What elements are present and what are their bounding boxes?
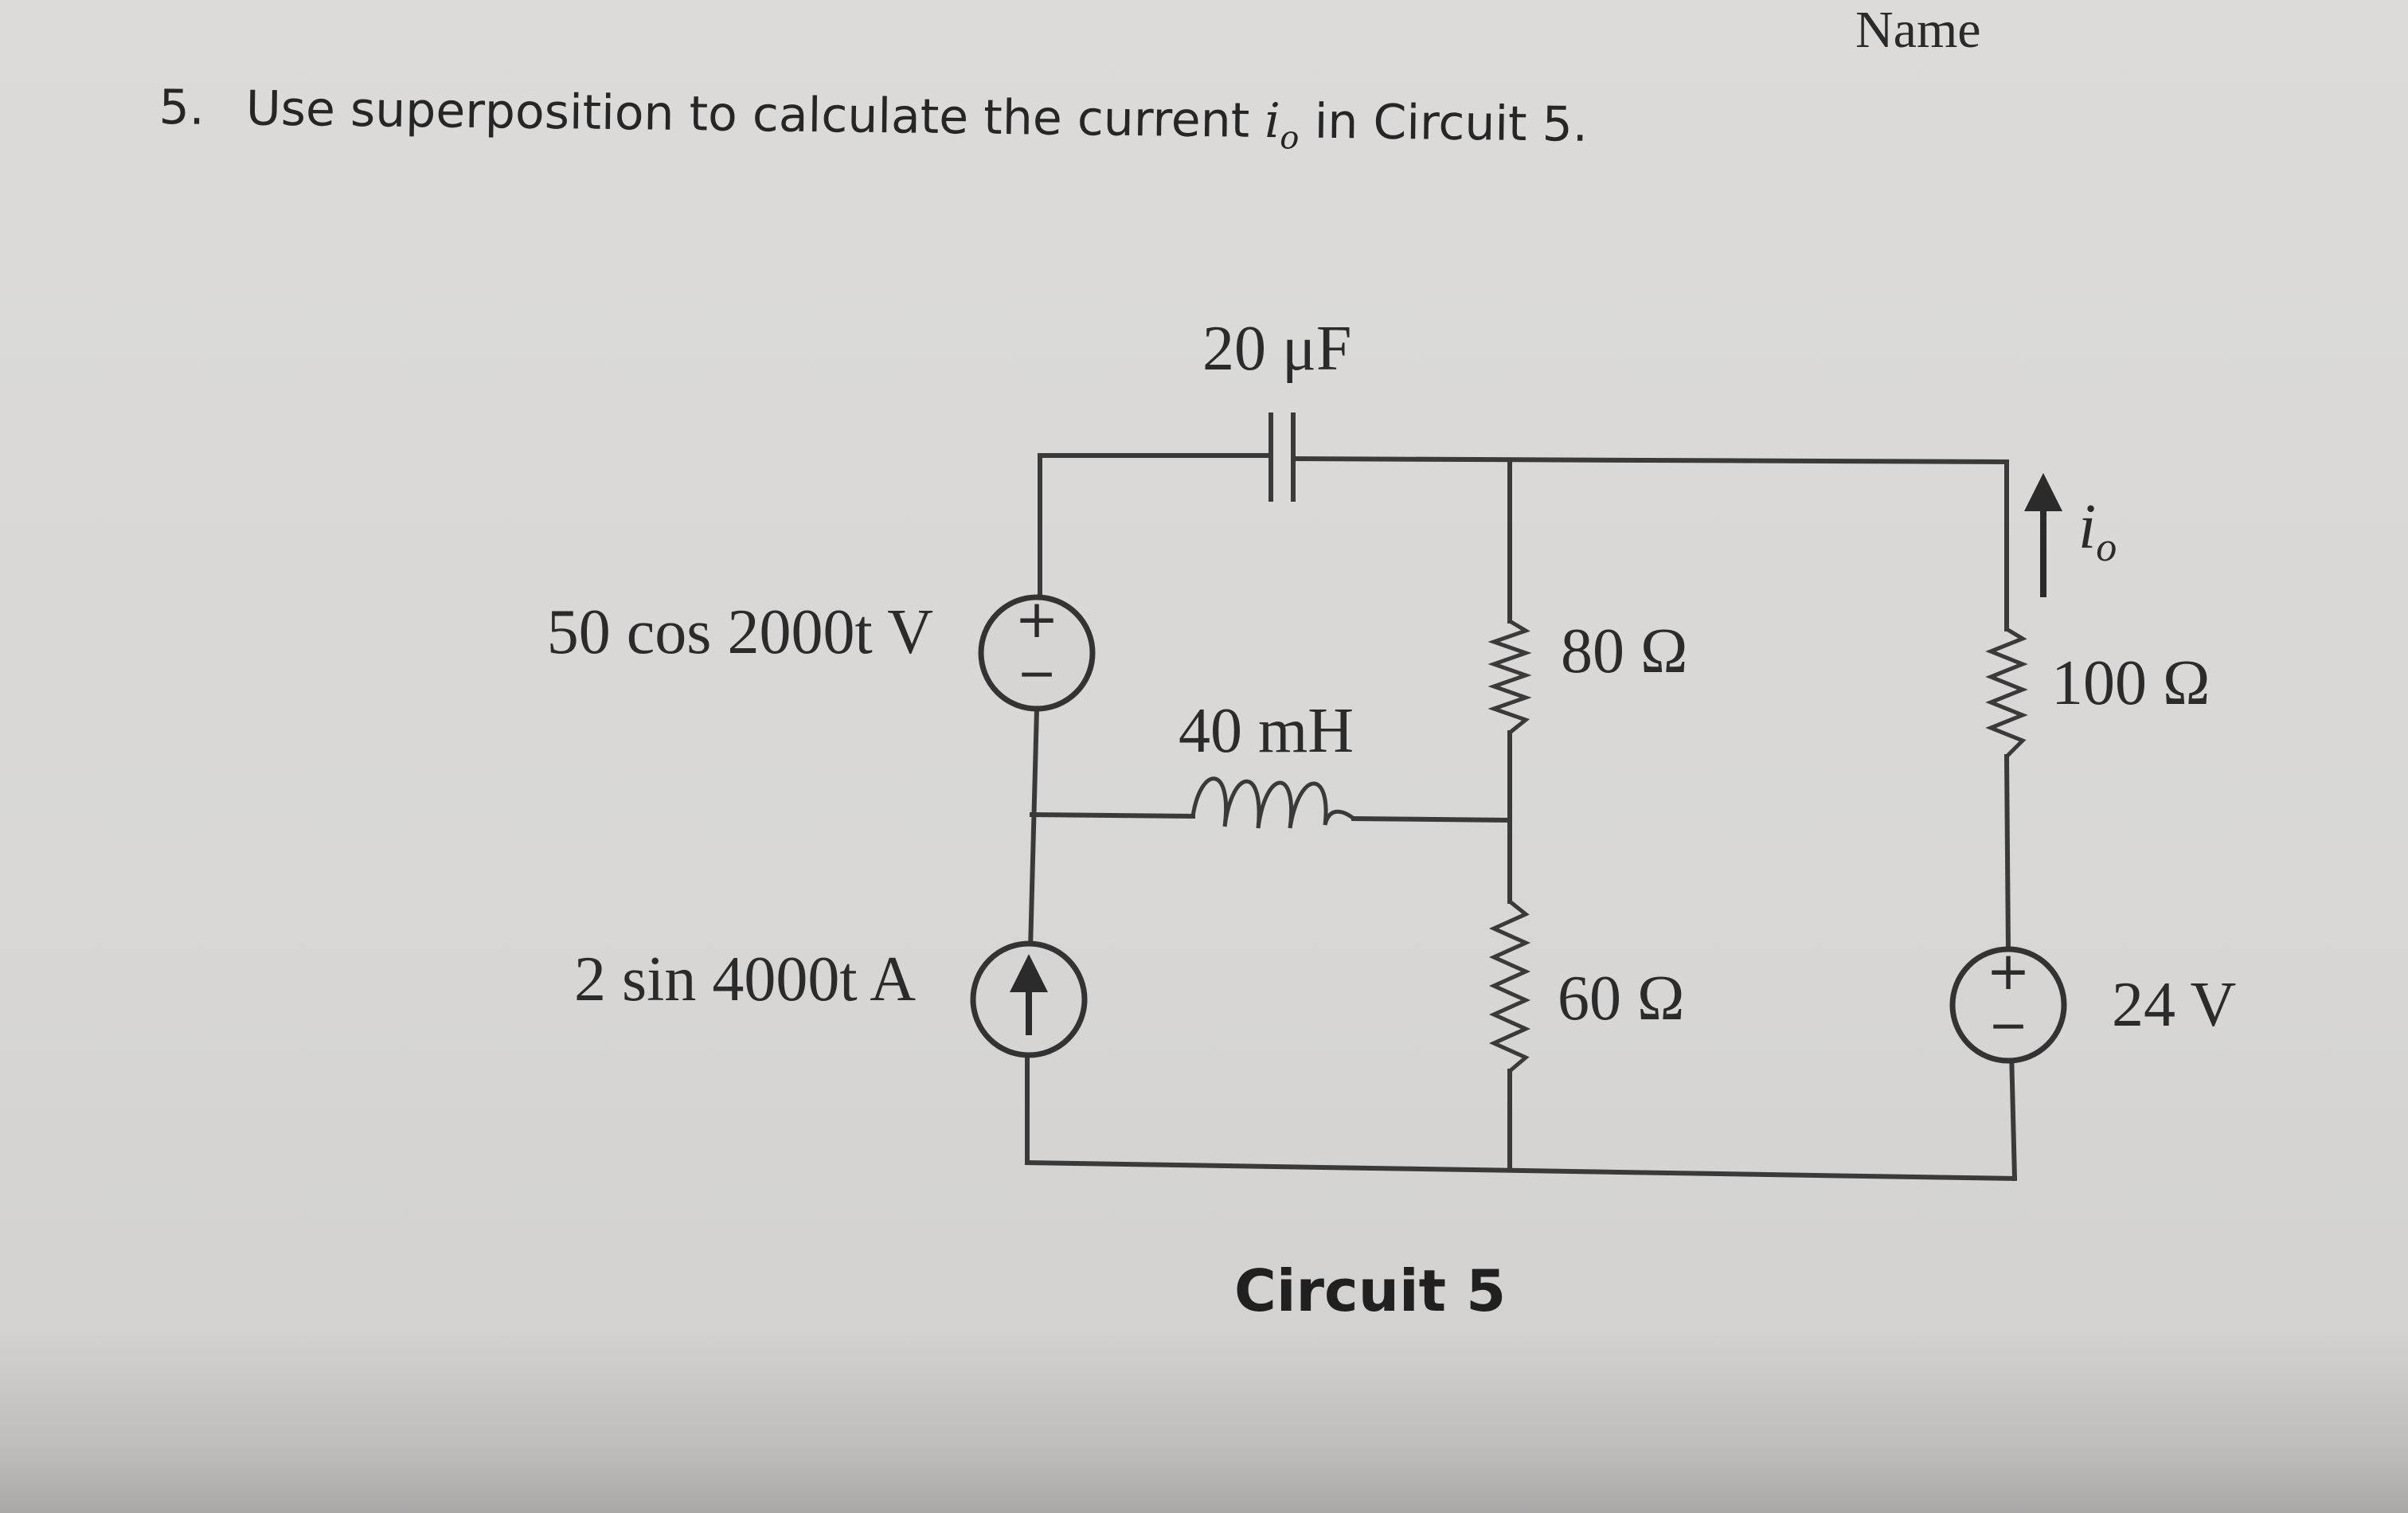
wire-left-mid (1027, 706, 1040, 952)
resistor-80-label: 80 Ω (1561, 616, 1687, 686)
resistor-80-symbol (1487, 619, 1532, 734)
voltage-source-ac: + − (978, 588, 1096, 712)
voltage-source-dc-label: 24 V (2112, 970, 2236, 1040)
voltage-source-ac-minus: − (1017, 646, 1057, 702)
voltage-source-ac-plus: + (1014, 588, 1058, 650)
voltage-source-dc-plus: + (1986, 940, 2030, 1002)
name-label: Name (1855, 1, 1981, 59)
resistor-100-symbol (1985, 627, 2028, 758)
wire-top-right (1290, 455, 2010, 465)
inductor-symbol (1190, 776, 1355, 829)
wire-inductor-right (1351, 815, 1513, 823)
inductor-label: 40 mH (1179, 696, 1354, 766)
resistor-60-symbol (1488, 900, 1531, 1073)
current-io-var: i (2078, 492, 2096, 562)
current-io-label: io (2078, 492, 2117, 570)
current-source (970, 940, 1088, 1058)
current-source-label: 2 sin 4000t A (574, 944, 916, 1015)
voltage-source-dc: + − (1949, 940, 2067, 1064)
wire-inductor-left (1029, 811, 1196, 819)
capacitor-symbol (1268, 412, 1296, 502)
resistor-100-label: 100 Ω (2051, 648, 2210, 718)
wire-bottom (1024, 1159, 2018, 1182)
voltage-source-dc-minus: − (1988, 998, 2028, 1054)
current-io-sub: o (2096, 525, 2117, 570)
voltage-source-ac-label: 50 cos 2000t V (547, 597, 933, 667)
wire-right-mid (2003, 753, 2011, 955)
capacitor-label: 20 μF (1202, 314, 1351, 384)
wire-right-bottom (2008, 1048, 2018, 1182)
resistor-60-label: 60 Ω (1558, 964, 1684, 1034)
circuit-caption: Circuit 5 (1234, 1257, 1506, 1324)
